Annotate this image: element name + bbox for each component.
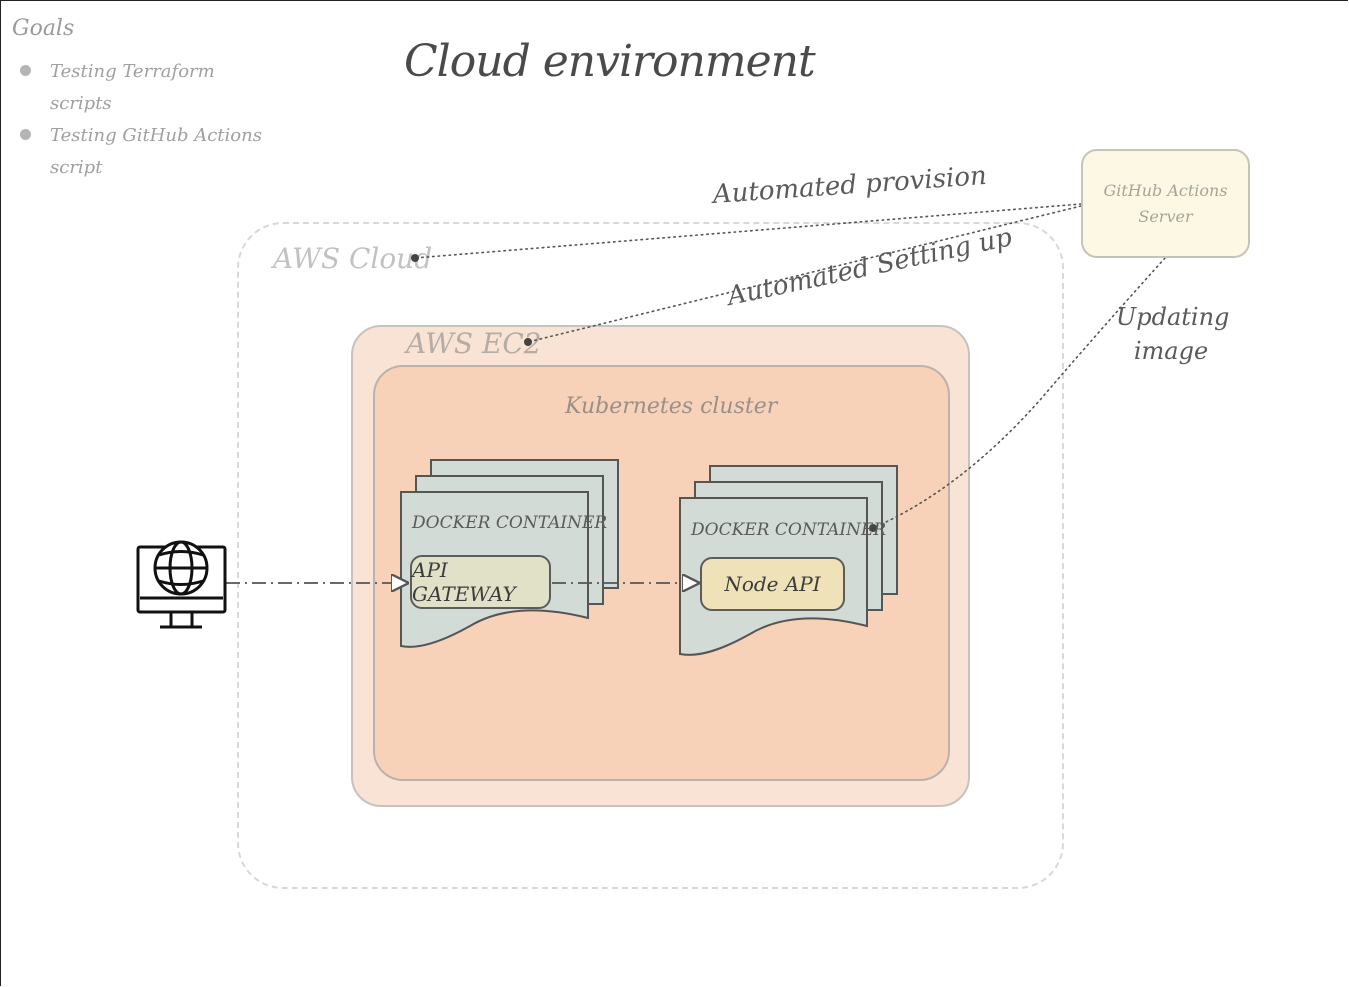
edge-updating-image: [872, 257, 1166, 529]
github-actions-server: GitHub Actions Server: [1081, 149, 1250, 258]
github-server-line2: Server: [1138, 206, 1193, 226]
kubernetes-cluster-label: Kubernetes cluster: [565, 394, 778, 419]
connector-endpoint: [411, 254, 419, 262]
edge-label-updating: Updating image: [1116, 303, 1230, 365]
edge-automated-setting-up: [527, 205, 1082, 343]
goal-item: Testing Terraform scripts: [18, 56, 278, 120]
goal-text: Testing GitHub Actions script: [50, 125, 262, 178]
bullet-icon: [20, 65, 31, 76]
aws-cloud-zone: [237, 222, 1064, 889]
edge-automated-provision: [414, 203, 1082, 259]
connector-endpoint: [869, 524, 877, 532]
node-api-node: Node API: [700, 557, 845, 611]
gateway-container-label: DOCKER CONTAINER: [412, 513, 608, 533]
automation-connectors: [414, 203, 1166, 529]
gateway-container-stack: [400, 459, 619, 648]
aws-ec2-label: AWS EC2: [406, 327, 542, 360]
goal-item: Testing GitHub Actions script: [18, 120, 278, 184]
api-gateway-node: API GATEWAY: [410, 555, 551, 609]
node-container-label: DOCKER CONTAINER: [691, 520, 887, 540]
globe-monitor-icon: [136, 540, 227, 629]
diagram-title: Cloud environment: [404, 36, 816, 87]
github-server-line1: GitHub Actions: [1103, 180, 1228, 200]
aws-cloud-label: AWS Cloud: [273, 242, 433, 275]
goals-list: Testing Terraform scripts Testing GitHub…: [18, 56, 278, 184]
goals-title: Goals: [12, 16, 75, 41]
goal-text: Testing Terraform scripts: [50, 61, 215, 114]
connector-endpoint: [524, 338, 532, 346]
bullet-icon: [20, 129, 31, 140]
